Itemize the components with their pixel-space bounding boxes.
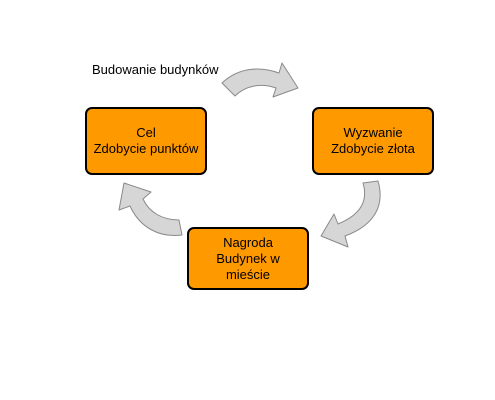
arrow-cel-to-wyzwanie (221, 62, 299, 98)
node-nagroda: Nagroda Budynek w mieście (187, 227, 309, 290)
arrow-nagroda-to-cel (118, 182, 183, 237)
node-wyzwanie-title: Wyzwanie (343, 125, 403, 140)
node-nagroda-title: Nagroda (223, 234, 273, 250)
node-wyzwanie: Wyzwanie Zdobycie złota (312, 107, 434, 175)
node-cel: Cel Zdobycie punktów (85, 107, 207, 175)
diagram-title: Budowanie budynków (92, 62, 219, 77)
node-cel-title: Cel (136, 125, 156, 140)
node-wyzwanie-subtitle: Zdobycie złota (331, 141, 415, 156)
node-nagroda-subtitle-1: Budynek w (216, 250, 280, 266)
node-nagroda-subtitle-2: mieście (225, 266, 271, 282)
arrow-wyzwanie-to-nagroda (320, 180, 381, 248)
node-cel-subtitle: Zdobycie punktów (93, 141, 199, 156)
